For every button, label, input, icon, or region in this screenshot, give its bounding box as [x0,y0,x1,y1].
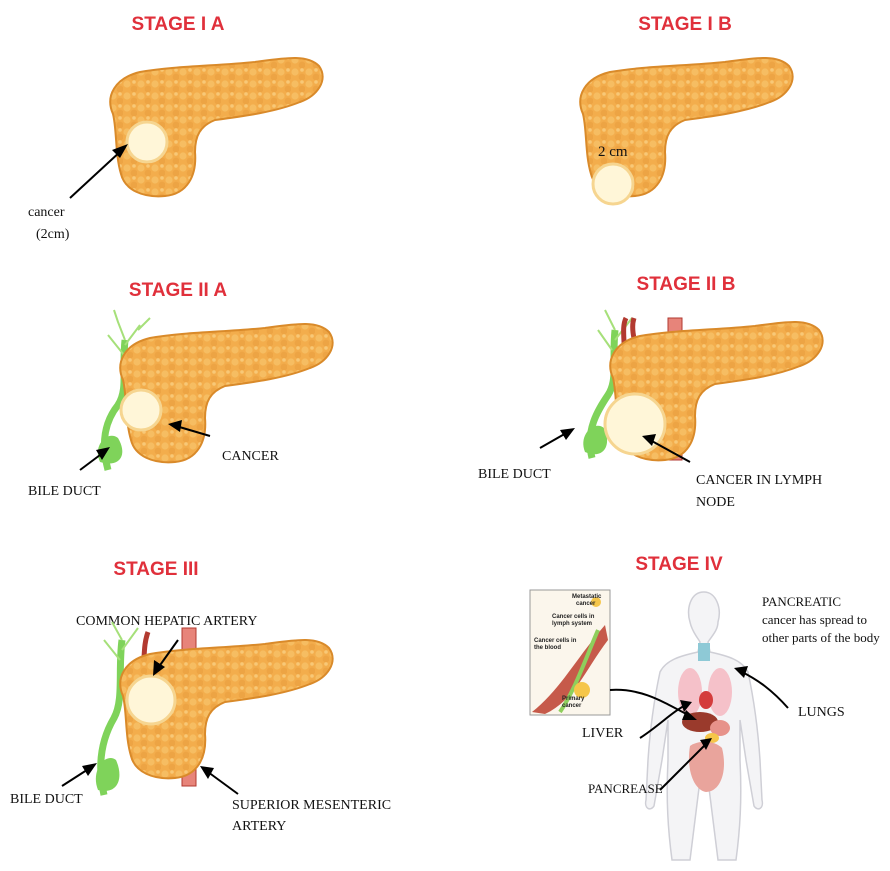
inset-text-2: cancer [576,601,596,607]
panel-stage-2a: STAGE II A CANCER BILE DUCT [28,280,333,499]
heart [699,691,713,709]
stage-4-note-1: PANCREATIC [762,594,841,609]
bile-duct-arrow [62,763,97,786]
tumor [127,676,175,724]
inset-text-4: lymph system [552,621,592,627]
pancreas-illustration [120,324,332,462]
stage-3-label-bile-duct: BILE DUCT [10,792,83,807]
inset-text-3: Cancer cells in [552,614,595,620]
tumor [127,122,167,162]
inset-text-8: cancer [562,703,582,709]
panel-stage-1b: STAGE I B 2 cm [580,14,792,204]
stage-3-label-sma-1: SUPERIOR MESENTERIC [232,798,391,813]
stage-2b-title: STAGE II B [637,274,736,295]
stage-2b-label-lymph-1: CANCER IN LYMPH [696,473,822,488]
stage-3-label-sma-2: ARTERY [232,819,286,834]
stage-1a-title: STAGE I A [132,14,225,35]
stage-2b-label-lymph-2: NODE [696,495,735,510]
inset-text-5: Cancer cells in [534,638,577,644]
panel-stage-1a: STAGE I A cancer (2cm) [28,14,323,242]
stage-1b-label-size: 2 cm [598,144,628,160]
inset-text-1: Metastatic [572,594,602,600]
stage-2a-label-bile-duct: BILE DUCT [28,484,101,499]
stage-4-title: STAGE IV [635,554,723,575]
tumor [593,164,633,204]
stage-4-label-lungs: LUNGS [798,705,845,720]
human-body-illustration [646,592,763,860]
stage-1b-title: STAGE I B [638,14,732,35]
lymph-node-tumor [605,394,665,454]
stage-2a-title: STAGE II A [129,280,227,301]
pancreas-illustration [120,640,332,778]
stage-1a-label-cancer: cancer [28,205,65,220]
sma-arrow [200,766,238,794]
stage-4-label-pancreas: PANCREASE [588,781,663,796]
inset-text-6: the blood [534,645,561,651]
panel-stage-4: STAGE IV Metastatic cancer Cancer cells … [530,554,880,860]
stage-2a-label-cancer: CANCER [222,449,279,464]
stage-4-note-3: other parts of the body [762,630,880,645]
inset-text-7: Primary [562,696,585,702]
stage-2b-label-bile-duct: BILE DUCT [478,467,551,482]
stage-4-label-liver: LIVER [582,726,624,741]
bile-duct-arrow [540,428,575,448]
stage-3-title: STAGE III [113,559,198,580]
stage-3-label-hepatic: COMMON HEPATIC ARTERY [76,614,257,629]
pancreas-illustration [580,58,792,204]
panel-stage-2b: STAGE II B BILE DUCT CANCER IN LYMPH NOD… [478,274,823,510]
lung-left [678,668,702,716]
stage-4-note-2: cancer has spread to [762,612,867,627]
pancreas-illustration [605,322,823,460]
metastasis-inset: Metastatic cancer Cancer cells in lymph … [530,590,610,715]
tumor [121,390,161,430]
panel-stage-3: STAGE III COMMON HEPATIC ARTERY BILE DUC… [10,559,391,834]
lung-right [708,668,732,716]
stage-1a-label-size: (2cm) [36,227,70,242]
pancreas-illustration [110,58,322,196]
